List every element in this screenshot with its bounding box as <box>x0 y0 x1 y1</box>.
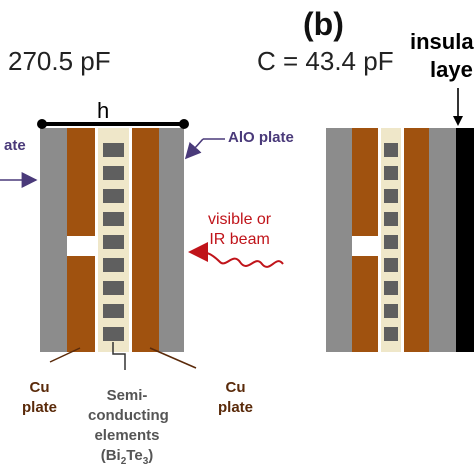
beam-label: visible or IR beam <box>208 210 271 250</box>
semiconducting-label: Semi- conducting elements (Bi2Te3) <box>88 386 169 472</box>
alo-plate-left <box>40 128 67 352</box>
cu-left-leader <box>49 347 81 363</box>
cu-right-line1: Cu <box>225 379 246 396</box>
semi-line2: conducting <box>88 407 169 424</box>
alo-arrow-drop <box>184 138 204 160</box>
cu-plate-right <box>132 128 159 352</box>
element-block <box>384 212 398 226</box>
left-plate-label: ate <box>4 137 26 154</box>
window-a <box>67 236 95 256</box>
insulating-layer-label: insula laye <box>410 28 474 84</box>
gap-left <box>95 128 98 352</box>
insulating-line2: laye <box>430 57 473 82</box>
semiconducting-elements-a <box>103 143 124 341</box>
element-block <box>103 166 124 180</box>
formula-end: ) <box>148 447 154 464</box>
cu-right-line2: plate <box>218 399 254 416</box>
cu-plate-right-label: Cu plate <box>218 378 253 418</box>
cu-right-leader <box>149 347 197 369</box>
element-block <box>103 327 124 341</box>
formula-sub1: 2 <box>120 456 127 467</box>
gap-right-b <box>401 128 404 352</box>
h-dimension <box>37 119 189 129</box>
panel-letter-b: (b) <box>303 6 344 42</box>
cu-plate-right-b <box>404 128 429 352</box>
gap-right <box>129 128 132 352</box>
window-b <box>352 236 378 256</box>
element-block <box>384 327 398 341</box>
cu-plate-left-label: Cu plate <box>22 378 57 418</box>
semi-line1: Semi- <box>106 387 148 404</box>
element-block <box>103 281 124 295</box>
alo-plate-right <box>159 128 184 352</box>
device-a <box>40 128 184 352</box>
element-block <box>103 304 124 318</box>
alo-plate-left-b <box>326 128 352 352</box>
formula-sub2: 3 <box>142 456 149 467</box>
element-block <box>103 235 124 249</box>
beam-wave <box>188 242 284 268</box>
element-block <box>103 212 124 226</box>
element-block <box>384 143 398 157</box>
capacitance-a: 270.5 pF <box>8 46 111 76</box>
beam-label-line2: IR beam <box>209 231 270 248</box>
h-label: h <box>97 98 110 123</box>
capacitance-b: C = 43.4 pF <box>257 46 394 76</box>
element-block <box>103 258 124 272</box>
element-block <box>384 166 398 180</box>
gap-left-b <box>378 128 381 352</box>
cu-left-line2: plate <box>22 399 58 416</box>
element-block <box>384 304 398 318</box>
alo-plate-right-b <box>429 128 456 352</box>
insulating-leader-head <box>453 116 463 126</box>
device-b <box>326 128 474 352</box>
cu-left-line1: Cu <box>29 379 50 396</box>
insulating-layer <box>456 128 474 352</box>
semiconducting-elements-b <box>384 143 398 341</box>
semi-line3: elements <box>94 427 160 444</box>
element-block <box>103 189 124 203</box>
semi-formula: (Bi2Te3) <box>88 446 166 472</box>
formula-te: Te <box>126 447 143 464</box>
beam-label-line1: visible or <box>208 211 272 228</box>
element-block <box>103 143 124 157</box>
element-block <box>384 235 398 249</box>
panel-letter-b-char: b <box>313 6 334 42</box>
semi-leader <box>112 342 126 370</box>
element-block <box>384 281 398 295</box>
element-block <box>384 258 398 272</box>
insulating-line1: insula <box>410 29 474 54</box>
element-block <box>384 189 398 203</box>
formula-bi: (Bi <box>100 447 121 464</box>
alo-plate-label: AlO plate <box>228 129 294 146</box>
